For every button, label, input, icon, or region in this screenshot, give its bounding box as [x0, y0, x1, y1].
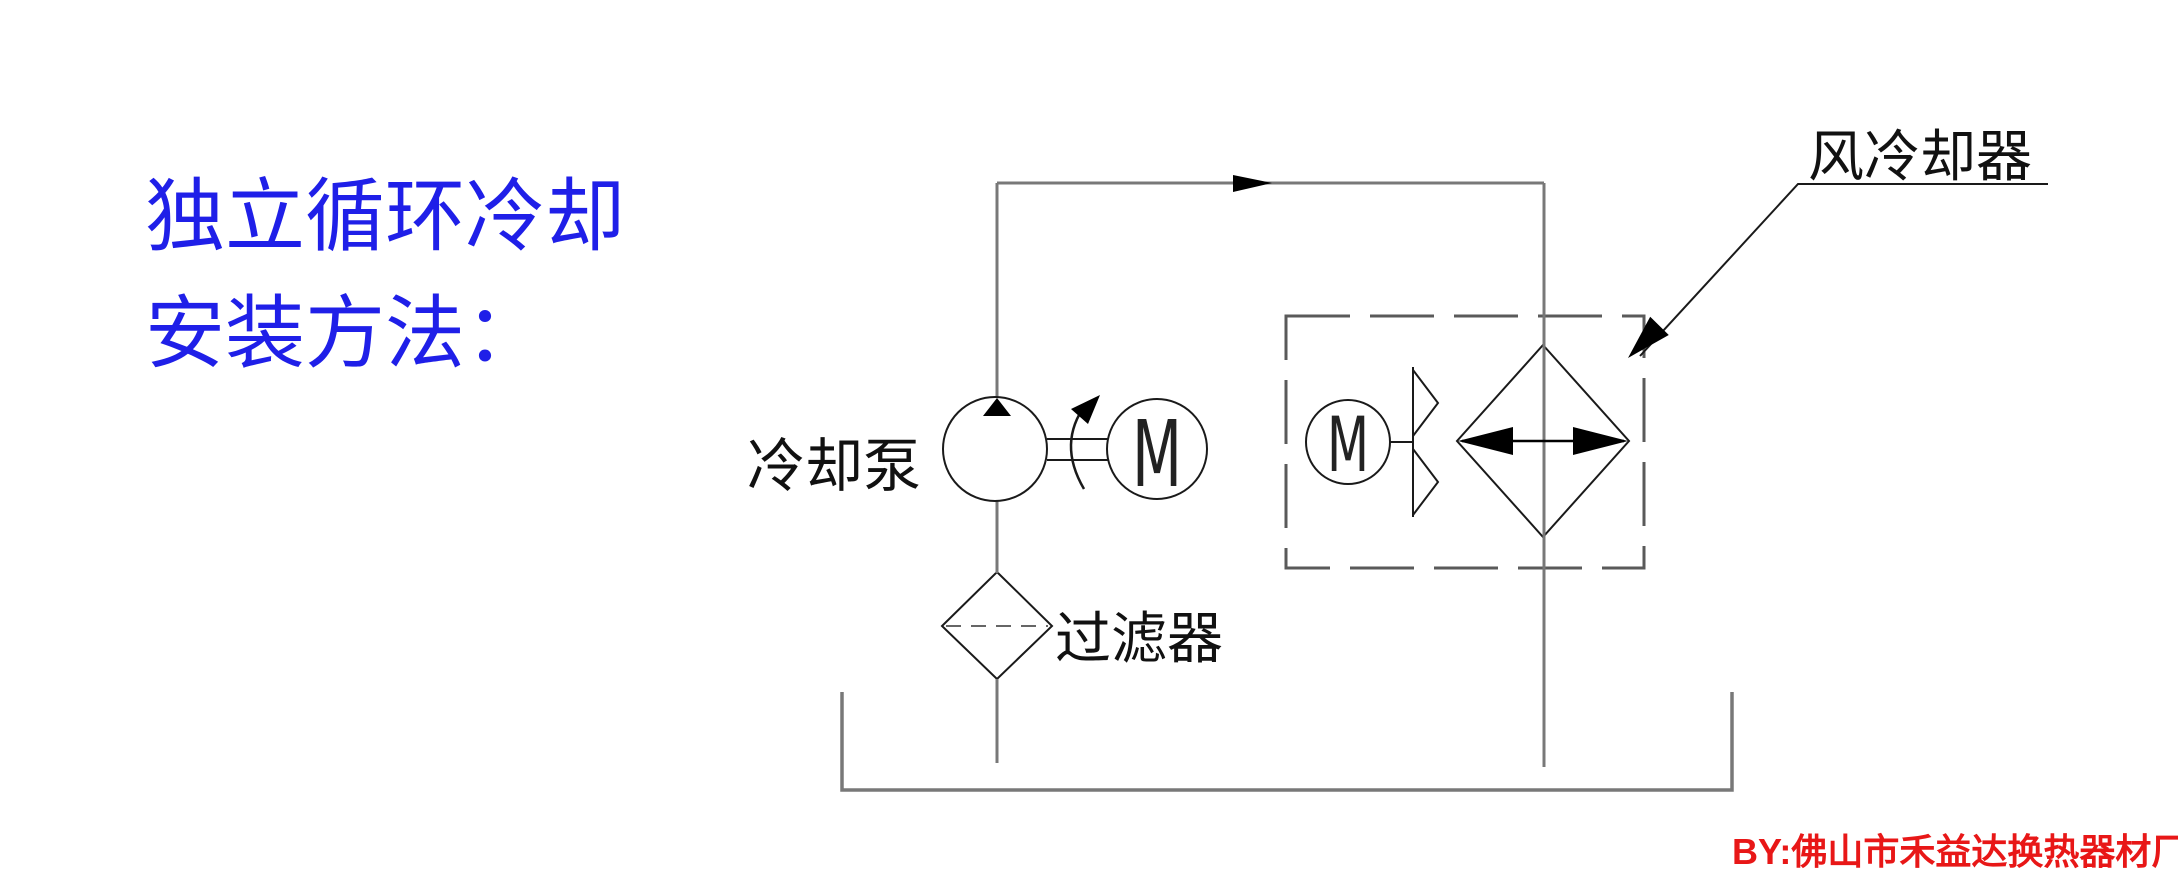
rotation-arrow-icon	[1069, 395, 1100, 490]
cooling-pump-symbol	[942, 396, 1048, 502]
page-title: 独立循环冷却 安装方法：	[145, 158, 625, 392]
pump-motor-symbol: M	[1106, 398, 1208, 508]
airflow-double-arrow-icon	[1458, 427, 1628, 455]
drive-shaft	[1047, 438, 1108, 461]
page-title-line2: 安装方法：	[145, 287, 545, 380]
credit-text: BY:佛山市禾益达换热器材厂	[1732, 831, 2178, 872]
tank-symbol	[840, 692, 1734, 792]
fan-motor-letter: M	[1327, 400, 1369, 489]
cooling-pump-label: 冷却泵	[747, 432, 922, 500]
pump-flow-triangle-icon	[983, 398, 1011, 416]
page-title-line1: 独立循环冷却	[145, 170, 625, 263]
fan-motor-symbol: M	[1305, 399, 1412, 489]
fan-icon	[1412, 367, 1440, 517]
pump-motor-letter: M	[1132, 401, 1182, 508]
filter-label: 过滤器	[1055, 607, 1223, 672]
air-cooler-dashed-box	[1284, 314, 1646, 570]
air-cooler-label: 风冷却器	[1808, 125, 2032, 190]
flow-arrow-icon	[1233, 175, 1272, 192]
label-leader-line	[1627, 183, 2048, 358]
leader-arrow-icon	[1627, 316, 1669, 358]
